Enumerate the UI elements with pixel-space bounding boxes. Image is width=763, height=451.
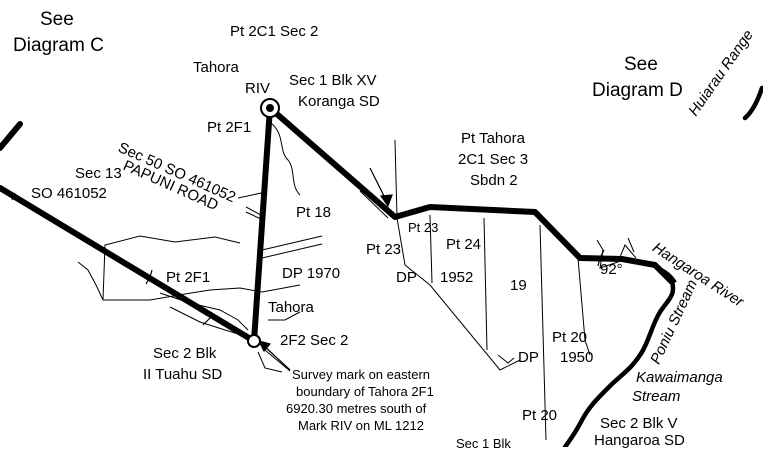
label-sec2-blk: Sec 2 Blk <box>153 345 217 362</box>
label-sbdn2: Sbdn 2 <box>470 172 518 189</box>
label-dp-left: DP <box>396 269 417 286</box>
label-pt-2f1-left: Pt 2F1 <box>166 269 211 286</box>
label-dp-1970: DP 1970 <box>282 265 341 282</box>
label-1950: 1950 <box>560 349 594 366</box>
survey-note-line4: Mark RIV on ML 1212 <box>298 418 424 433</box>
main-boundary <box>0 105 675 344</box>
survey-note-line3: 6920.30 metres south of <box>286 401 427 416</box>
label-tahora-mid: Tahora <box>268 299 314 316</box>
see-diagram-c-line1: See <box>40 9 74 30</box>
label-2c1-sec3: 2C1 Sec 3 <box>458 151 529 168</box>
boundary-lines <box>77 121 637 441</box>
label-92-degrees: 92° <box>600 261 623 278</box>
label-19: 19 <box>510 277 527 294</box>
see-diagram-d-line1: See <box>624 54 658 75</box>
label-pt-23: Pt 23 <box>366 241 402 258</box>
label-sec1-blk: Sec 1 Blk <box>456 436 511 451</box>
label-pt-20-b: Pt 20 <box>522 407 558 424</box>
label-pt-2f1-top: Pt 2F1 <box>207 119 252 136</box>
label-pt-24: Pt 24 <box>446 236 482 253</box>
label-1952: 1952 <box>440 269 474 286</box>
label-sec13: Sec 13 <box>75 165 122 182</box>
streams-thin <box>659 267 677 283</box>
survey-note-line2: boundary of Tahora 2F1 <box>296 384 434 399</box>
survey-mark-south <box>247 334 261 348</box>
label-2f2-sec2: 2F2 Sec 2 <box>280 332 349 349</box>
label-sec1-blk-xv: Sec 1 Blk XV <box>289 72 377 89</box>
label-pt-2c1-sec2: Pt 2C1 Sec 2 <box>230 23 319 40</box>
label-pt-18: Pt 18 <box>296 204 332 221</box>
label-pt-tahora: Pt Tahora <box>461 130 525 147</box>
rivers <box>562 85 763 447</box>
survey-arrows <box>257 167 393 371</box>
tick-marks <box>11 192 605 326</box>
label-ii-tuahu-sd: II Tuahu SD <box>143 366 223 383</box>
survey-note-line1: Survey mark on eastern <box>292 367 431 382</box>
label-dp-bottom: DP <box>518 349 539 366</box>
see-diagram-c-line2: Diagram C <box>13 35 104 56</box>
label-tahora-top: Tahora <box>193 59 239 76</box>
see-diagram-d-line2: Diagram D <box>592 80 683 101</box>
label-riv: RIV <box>245 80 271 97</box>
label-stream: Stream <box>632 388 681 405</box>
label-sec2-blk-v: Sec 2 Blk V <box>600 415 678 432</box>
label-koranga-sd: Koranga SD <box>298 93 380 110</box>
riv-mark <box>260 98 280 118</box>
label-pt-23-small: Pt 23 <box>408 220 439 235</box>
label-kawaimanga: Kawaimanga <box>636 369 723 386</box>
label-so-461052: SO 461052 <box>31 185 107 202</box>
label-hangaroa-sd: Hangaroa SD <box>594 432 685 449</box>
label-pt-20-a: Pt 20 <box>552 329 588 346</box>
